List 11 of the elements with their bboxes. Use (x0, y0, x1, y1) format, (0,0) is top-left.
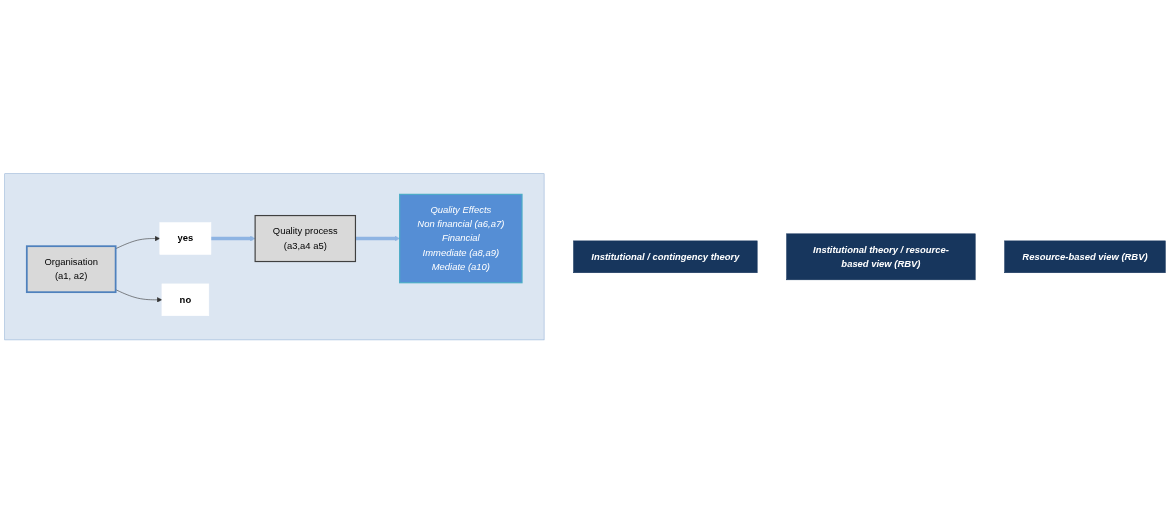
node-box: Resource-based view (RBV) (1004, 240, 1166, 273)
node-box: yes (159, 222, 212, 255)
node-box: Quality Effects Non financial (a6,a7) Financial Immediate (a8,a9) Mediate (a10) (399, 193, 523, 283)
arrow (355, 235, 400, 241)
node-box: Quality process (a3,a4 a5) (254, 214, 357, 262)
node-box: no (161, 283, 210, 316)
cluster (4, 173, 545, 340)
arrow (210, 235, 256, 241)
node-box: Institutional / contingency theory (573, 240, 758, 273)
node-box: Organisation (a1, a2) (25, 245, 117, 293)
node-box: Institutional theory / resource-based view (RBV) (786, 233, 976, 280)
